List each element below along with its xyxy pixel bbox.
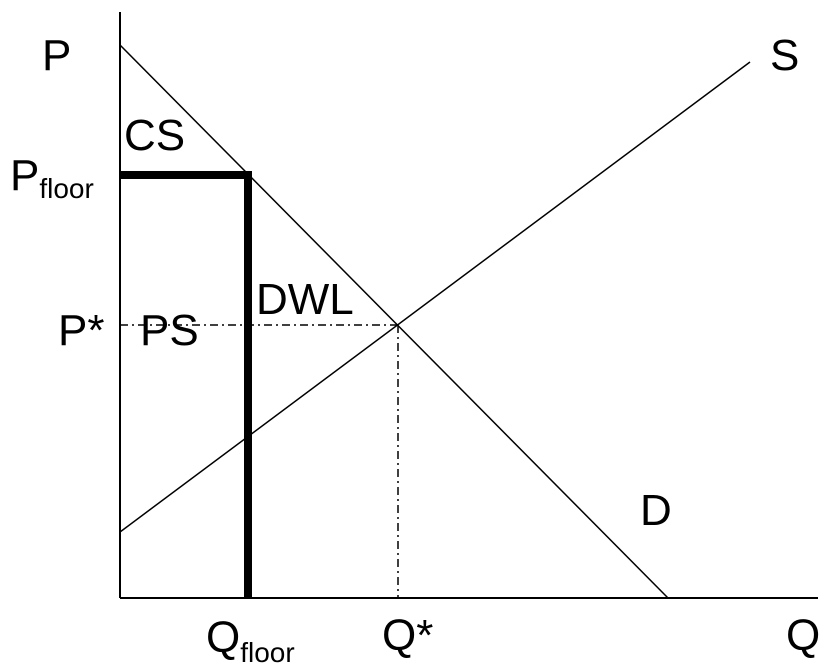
demand-label: D	[640, 486, 672, 535]
producer-surplus-label: PS	[140, 306, 199, 355]
quantity-floor-label-subscript: floor	[240, 637, 294, 666]
equilibrium-price-label: P*	[58, 306, 104, 355]
quantity-floor-label-main: Q	[206, 613, 240, 662]
y-axis-label: P	[42, 31, 71, 80]
price-floor-label: Pfloor	[10, 151, 94, 204]
demand-curve	[119, 44, 669, 599]
supply-curve	[119, 61, 751, 533]
price-floor-label-main: P	[10, 151, 39, 200]
price-floor-label-subscript: floor	[39, 173, 93, 204]
equilibrium-quantity-label: Q*	[382, 611, 433, 660]
deadweight-loss-label: DWL	[256, 275, 354, 324]
supply-label: S	[770, 31, 799, 80]
quantity-floor-label: Qfloor	[206, 613, 295, 666]
x-axis-label: Q	[786, 611, 820, 660]
consumer-surplus-label: CS	[124, 111, 185, 160]
